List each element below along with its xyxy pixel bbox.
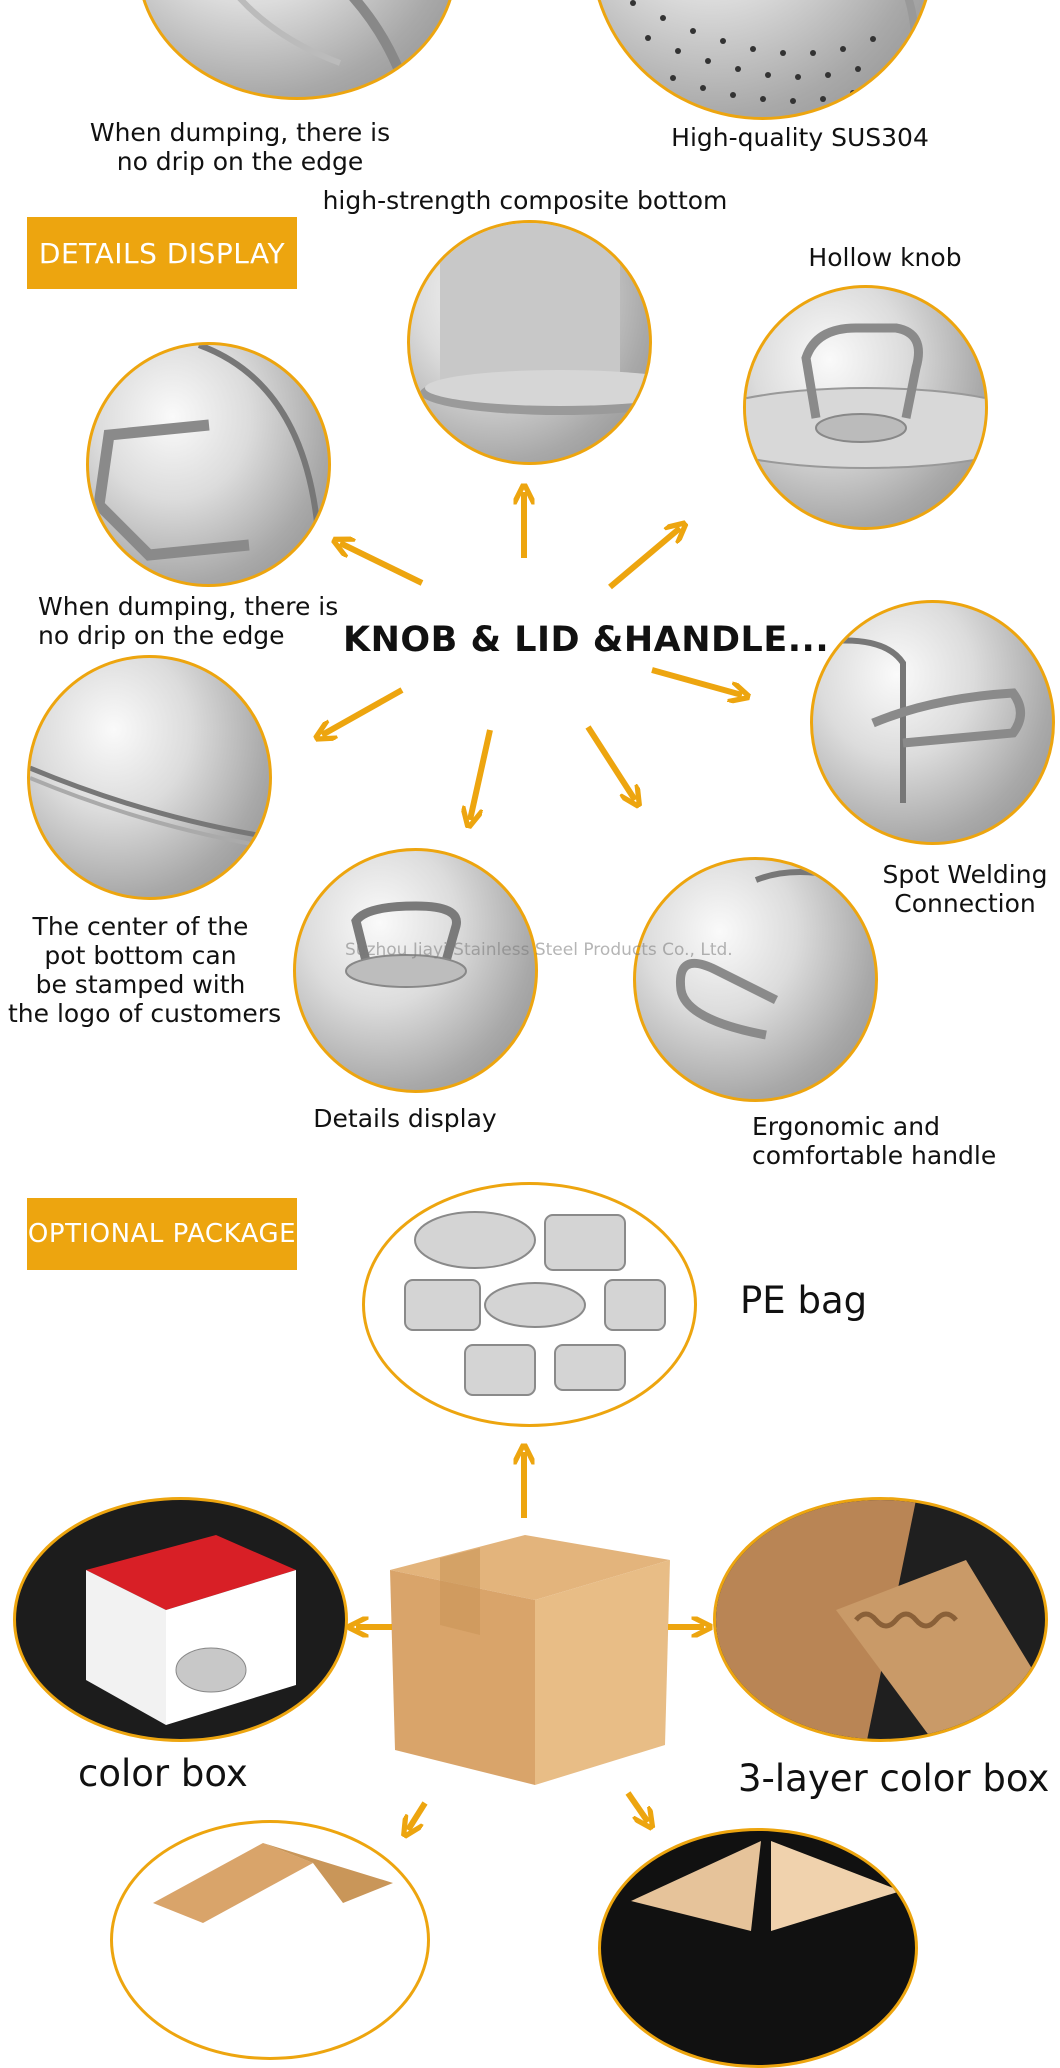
caption-hollow-knob: Hollow knob xyxy=(808,243,962,272)
pot-handle-graphic xyxy=(237,0,405,75)
cardboard-box-image xyxy=(385,1530,675,1790)
pot-rim-handle-graphic xyxy=(93,345,322,561)
arrow-up-right xyxy=(608,528,680,590)
pot-bottom-graphic xyxy=(420,223,649,415)
top-right-caption: High-quality SUS304 xyxy=(671,123,929,152)
dumping-edge-image xyxy=(86,342,331,587)
corrugated-cardboard-graphic xyxy=(716,1500,1045,1739)
caption-ergonomic-handle: Ergonomic and comfortable handle xyxy=(752,1112,997,1170)
pe-bag-image xyxy=(362,1182,697,1427)
cardboard-box-graphic xyxy=(390,1535,670,1785)
caption-composite-bottom: high-strength composite bottom xyxy=(322,186,728,215)
three-layer-box-image xyxy=(713,1497,1048,1742)
arrow-left xyxy=(322,687,404,735)
caption-logo-stamping: The center of the pot bottom can be stam… xyxy=(8,912,282,1028)
arrow-down xyxy=(470,729,493,820)
composite-bottom-image xyxy=(407,220,652,465)
retail-box-graphic xyxy=(86,1535,296,1725)
arrow-right xyxy=(651,667,742,695)
open-box-graphic xyxy=(153,1843,393,1923)
top-left-caption: When dumping, there is no drip on the ed… xyxy=(89,118,391,176)
color-box-label: color box xyxy=(78,1752,248,1795)
color-box-image xyxy=(13,1497,348,1742)
pan-surface-graphic xyxy=(30,765,269,850)
details-display-image xyxy=(293,848,538,1093)
arrow-down-right xyxy=(585,725,635,800)
side-handle-graphic xyxy=(675,869,875,1040)
caption-dumping: When dumping, there is no drip on the ed… xyxy=(38,592,339,650)
top-right-steamer-image xyxy=(590,0,935,120)
spot-welding-image xyxy=(810,600,1055,845)
caption-spot-welding: Spot Welding Connection xyxy=(882,860,1048,918)
top-left-pot-image xyxy=(137,0,457,100)
perforated-surface-graphic xyxy=(630,0,920,104)
pot-bottom-logo-image xyxy=(27,655,272,900)
ergonomic-handle-image xyxy=(633,857,878,1102)
welded-handle-graphic xyxy=(813,637,1025,803)
knob-lid-handle-title: KNOB & LID &HANDLE... xyxy=(343,620,830,660)
caption-details-display: Details display xyxy=(313,1104,497,1133)
package-arrow-down-left xyxy=(408,1801,428,1830)
cookware-set-graphic xyxy=(404,1211,666,1396)
three-layer-box-label: 3-layer color box xyxy=(738,1757,1050,1800)
optional-package-banner: OPTIONAL PACKAGE xyxy=(27,1198,297,1270)
details-display-banner: DETAILS DISPLAY xyxy=(27,217,297,289)
arrow-up-left xyxy=(340,543,424,586)
pe-bag-label: PE bag xyxy=(740,1279,868,1322)
lid-knob-graphic xyxy=(345,901,467,988)
box-flaps-graphic xyxy=(631,1841,901,1931)
bottom-right-box-image xyxy=(598,1828,918,2068)
company-watermark: Suzhou Jiayi Stainless Steel Products Co… xyxy=(345,940,733,960)
package-arrow-down-right xyxy=(625,1791,648,1822)
knob-graphic xyxy=(746,323,985,469)
bottom-left-box-image xyxy=(110,1820,430,2060)
hollow-knob-image xyxy=(743,285,988,530)
